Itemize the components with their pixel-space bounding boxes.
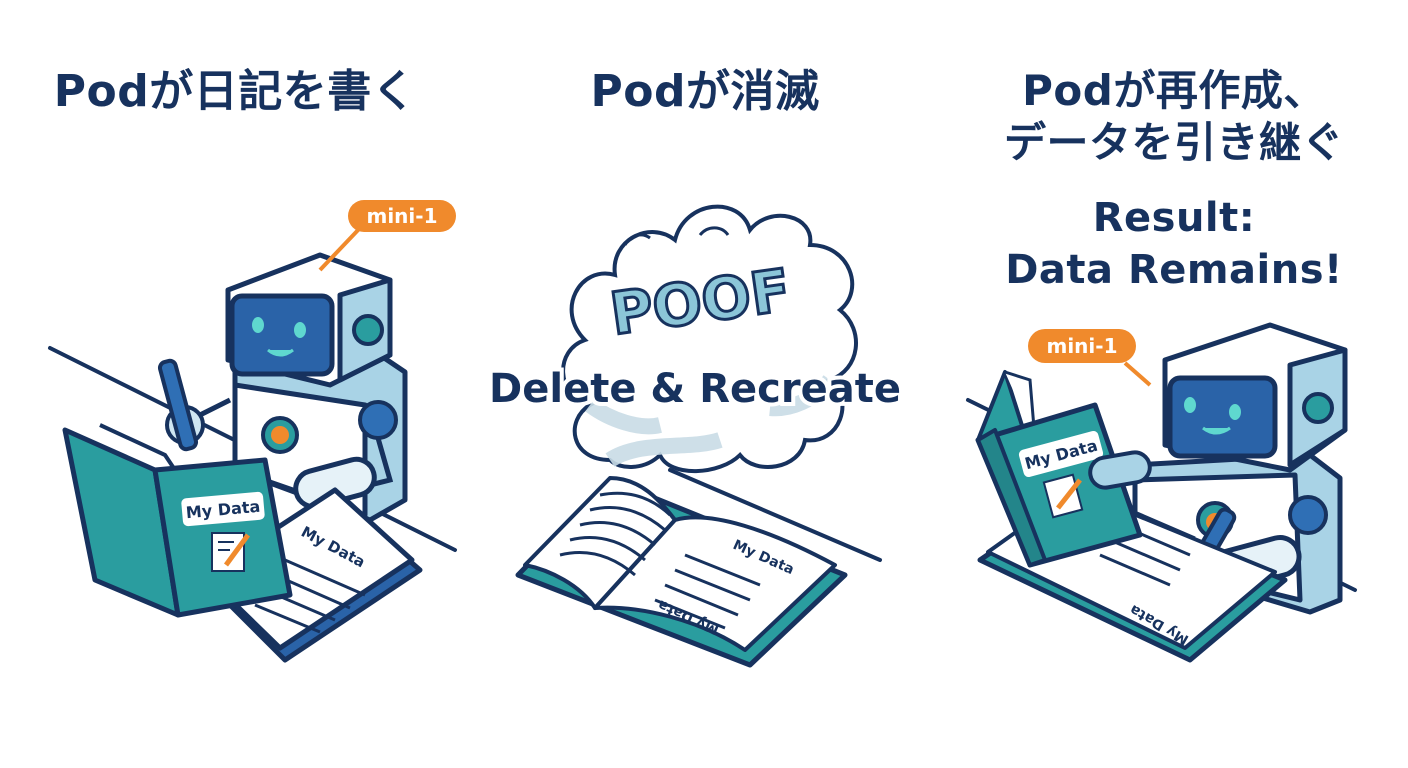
svg-text:mini-1: mini-1 [1046,334,1117,358]
panel-3-title-line-2: データを引き継ぐ [1003,118,1344,167]
result-heading: Result: [1092,195,1256,241]
poof-cloud-icon: POOF [561,204,858,474]
panel-pod-deleted: Podが消滅 POOF Delete & Recreate [470,0,940,768]
open-notebook: My Data [202,487,423,663]
panel-3-illustration: mini-1 My Data My Data [966,322,1357,663]
panel-2-illustration: POOF Delete & Recreate My Data My Data [485,204,905,668]
my-data-book: My Data [62,423,293,618]
note-pencil-icon [1042,473,1084,519]
my-data-book: My Data [975,370,1143,568]
open-notebook: My Data My Data [515,476,848,668]
panel-pod-writes-diary: Podが日記を書く [0,0,470,768]
svg-text:mini-1: mini-1 [366,204,437,228]
panel-pod-recreated: Podが再作成、 データを引き継ぐ Result: Data Remains! [940,0,1408,768]
panel-1-illustration: mini-1 My Data My Data [48,200,457,663]
desk-edge [668,468,882,562]
robot-name-badge: mini-1 [1028,329,1152,387]
delete-recreate-caption: Delete & Recreate [489,366,901,412]
robot-icon [157,252,408,523]
panel-3-title-line-1: Podが再作成、 [1022,66,1326,115]
robot-name-badge: mini-1 [318,200,456,272]
panel-2-title: Podが消滅 [590,66,820,117]
panel-1-title: Podが日記を書く [53,66,417,117]
result-message: Data Remains! [1005,247,1343,293]
